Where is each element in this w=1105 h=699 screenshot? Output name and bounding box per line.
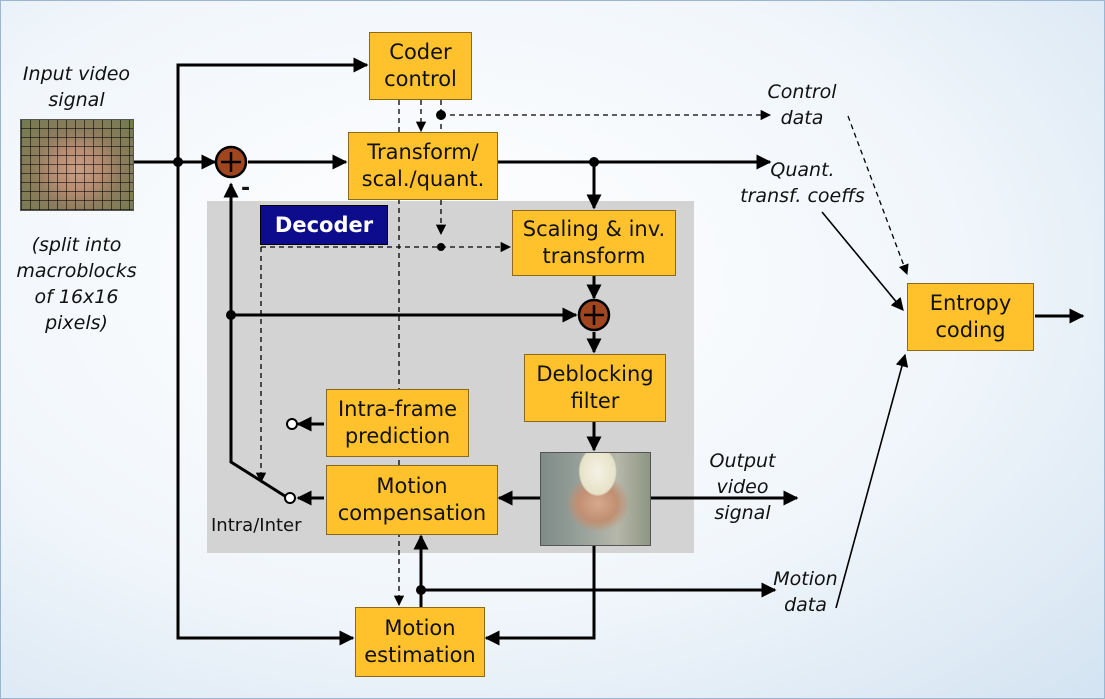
motion-estimation-block: Motion estimation xyxy=(355,607,485,677)
transform-block: Transform/ scal./quant. xyxy=(348,132,498,200)
minus-sign: - xyxy=(241,176,251,201)
decoder-badge: Decoder xyxy=(260,205,388,245)
macroblock-split-note: (split into macroblocks of 16x16 pixels) xyxy=(16,234,137,334)
input-video-label: Input video signal xyxy=(22,63,131,111)
entropy-coding-block: Entropy coding xyxy=(907,283,1034,351)
intra-frame-prediction-block: Intra-frame prediction xyxy=(326,389,469,457)
control-data-label: Control data xyxy=(767,81,837,129)
deblocking-filter-block: Deblocking filter xyxy=(524,354,666,422)
output-video-label: Output video signal xyxy=(709,450,776,524)
motion-data-label: Motion data xyxy=(773,568,838,616)
scaling-inverse-transform-block: Scaling & inv. transform xyxy=(512,210,676,276)
quant-coeffs-label: Quant. transf. coeffs xyxy=(740,159,865,207)
input-video-thumbnail xyxy=(20,119,134,211)
motion-compensation-block: Motion compensation xyxy=(326,465,498,535)
coder-control-block: Coder control xyxy=(369,32,472,100)
intra-inter-switch-label: Intra/Inter xyxy=(211,515,302,536)
output-video-thumbnail xyxy=(540,452,651,546)
